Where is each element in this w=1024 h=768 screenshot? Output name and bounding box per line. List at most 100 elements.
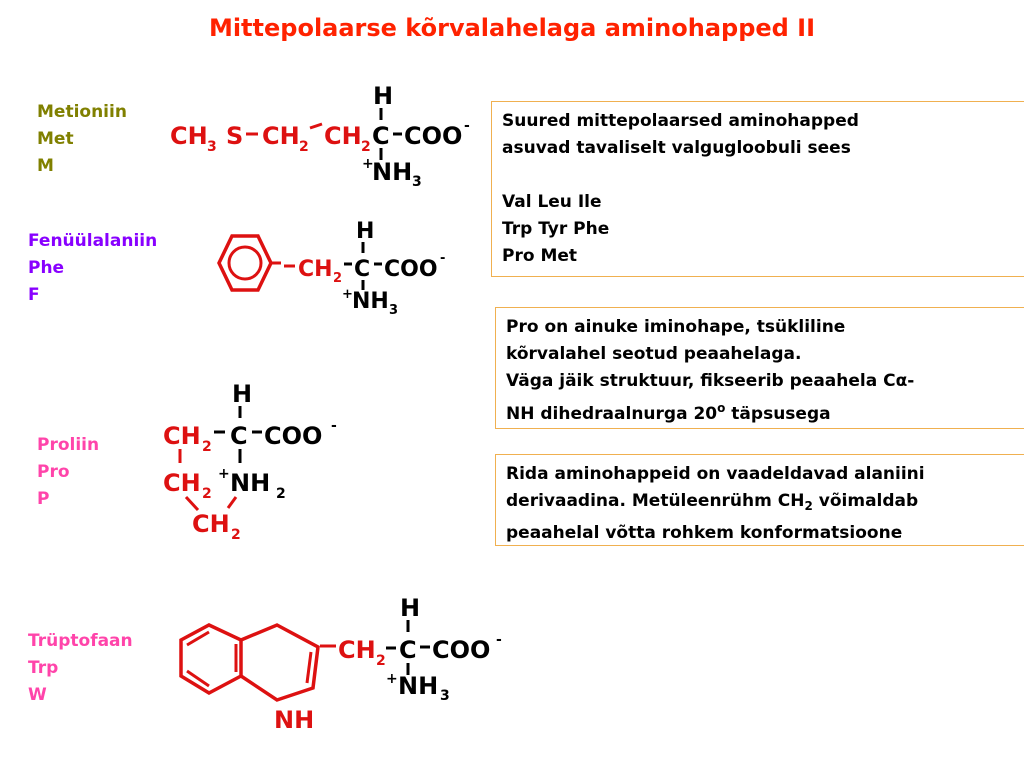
box1-line1: Suured mittepolaarsed aminohapped xyxy=(502,111,859,131)
trp-double-bond-4 xyxy=(305,651,313,684)
phe-h-text: H xyxy=(356,219,374,244)
met-ch2b-text: CH xyxy=(324,122,362,150)
trp-double-bond-1 xyxy=(186,630,210,647)
met-sulfur-text: S xyxy=(226,122,243,150)
phenylalanine-label: Fenüülalaniin Phe F xyxy=(28,228,157,309)
pro-nh2-text: NH xyxy=(230,469,270,497)
trp-pyrrole-ring xyxy=(240,623,320,702)
met-ch3-sub: 3 xyxy=(207,139,217,155)
phe-nh3-charge: + xyxy=(342,287,353,302)
phenylalanine-three-letter: Phe xyxy=(28,258,65,278)
pro-ch2b-sub: 2 xyxy=(202,486,212,502)
methionine-label: Metioniin Met M xyxy=(37,99,127,180)
trp-h-text: H xyxy=(400,594,420,622)
trp-coo-text: COO xyxy=(432,636,490,664)
met-h-text: H xyxy=(373,82,393,110)
met-ch2-text: CH xyxy=(262,122,300,150)
methionine-structure: CH 3 S CH 2 CH 2 H C COO - + NH 3 xyxy=(170,82,470,190)
trp-nh3-text: NH xyxy=(398,672,438,700)
phe-ch2-text: CH xyxy=(298,257,333,282)
tryptophan-three-letter: Trp xyxy=(28,658,59,678)
tryptophan-label: Trüptofaan Trp W xyxy=(28,628,133,709)
proline-one-letter: P xyxy=(37,489,50,509)
met-nh3-sub: 3 xyxy=(412,174,422,190)
met-nh3-text: NH xyxy=(372,158,412,186)
trp-ch2-sub: 2 xyxy=(376,653,386,669)
trp-nh3-sub: 3 xyxy=(440,688,450,704)
box3-line3: peaahelal võtta rohkem konformatsioone xyxy=(506,523,903,543)
met-ch2-sub: 2 xyxy=(299,139,309,155)
phe-aromatic-circle xyxy=(227,245,263,281)
box1-line5: Pro Met xyxy=(502,246,578,266)
met-coo-charge: - xyxy=(464,118,470,134)
met-ch3-text: CH xyxy=(170,122,208,150)
box1-line4: Trp Tyr Phe xyxy=(502,219,610,239)
pro-coo-text: COO xyxy=(264,422,322,450)
tryptophan-one-letter: W xyxy=(28,685,47,705)
met-nh3-charge: + xyxy=(362,156,374,172)
proline-name: Proliin xyxy=(37,435,100,455)
box2-line4-row: NH dihedraalnurga 20o täpsusega xyxy=(506,395,1014,428)
box3-line2-row: derivaadina. Metüleenrühm CH2 võimaldab xyxy=(506,488,1014,520)
met-c-text: C xyxy=(372,122,390,150)
box2-line3-end: - xyxy=(907,371,915,391)
pro-ch2c-text: CH xyxy=(192,510,230,538)
box1-spacer xyxy=(502,162,1014,189)
box2-line3: Väga jäik struktuur, fikseerib peaahela … xyxy=(506,371,896,391)
methionine-one-letter: M xyxy=(37,156,54,176)
phe-benzene-ring xyxy=(217,234,273,292)
pro-ch2a-text: CH xyxy=(163,422,201,450)
pro-bond-ch2b-ch2c xyxy=(184,495,200,512)
box2-line4-end: täpsusega xyxy=(725,404,831,424)
box2-line2: kõrvalahel seotud peaahelaga. xyxy=(506,344,802,364)
pro-h-text: H xyxy=(232,380,252,408)
box2-line1: Pro on ainuke iminohape, tsükliline xyxy=(506,317,846,337)
tryptophan-name: Trüptofaan xyxy=(28,631,133,651)
box2-line3-row: Väga jäik struktuur, fikseerib peaahela … xyxy=(506,368,1014,395)
phenylalanine-one-letter: F xyxy=(28,285,40,305)
pro-bond-n-ch2c xyxy=(226,496,238,509)
methionine-name: Metioniin xyxy=(37,102,127,122)
pro-ch2c-sub: 2 xyxy=(231,527,241,543)
proline-three-letter: Pro xyxy=(37,462,70,482)
page-title: Mittepolaarse kõrvalahelaga aminohapped … xyxy=(208,14,816,42)
methionine-three-letter: Met xyxy=(37,129,74,149)
pro-ch2a-sub: 2 xyxy=(202,439,212,455)
trp-c-text: C xyxy=(399,636,417,664)
phe-coo-charge: - xyxy=(440,251,445,266)
degree-symbol: o xyxy=(717,401,726,415)
pro-ch2b-text: CH xyxy=(163,469,201,497)
box1-line2: asuvad tavaliselt valgugloobuli sees xyxy=(502,138,851,158)
box3-line2: derivaadina. Metüleenrühm CH xyxy=(506,491,805,511)
trp-coo-charge: - xyxy=(496,632,502,648)
phe-c-text: C xyxy=(354,257,370,282)
trp-benzene-ring xyxy=(179,623,243,696)
box3-line1: Rida aminohappeid on vaadeldavad alaniin… xyxy=(506,464,925,484)
box3-line2-end: võimaldab xyxy=(812,491,919,511)
box1-line3: Val Leu Ile xyxy=(502,192,602,212)
pro-coo-charge: - xyxy=(331,418,337,434)
trp-ch2-text: CH xyxy=(338,636,376,664)
phe-nh3-text: NH xyxy=(352,289,389,314)
box3-ch2-sub: 2 xyxy=(804,499,813,513)
box2-line4: NH dihedraalnurga 20 xyxy=(506,404,718,424)
proline-label: Proliin Pro P xyxy=(37,432,99,513)
alpha-symbol: α xyxy=(895,371,908,391)
info-box-large-nonpolar: Suured mittepolaarsed aminohapped asuvad… xyxy=(491,101,1024,277)
proline-structure: H CH 2 C COO - CH 2 + NH 2 CH 2 xyxy=(163,380,337,543)
met-ch2b-sub: 2 xyxy=(361,139,371,155)
trp-double-bond-2 xyxy=(186,669,210,688)
pro-c-text: C xyxy=(230,422,248,450)
met-coo-text: COO xyxy=(404,122,462,150)
pro-nh2-charge: + xyxy=(218,466,230,482)
phe-ch2-sub: 2 xyxy=(333,271,342,286)
phe-coo-text: COO xyxy=(384,257,438,282)
trp-nh3-charge: + xyxy=(386,671,398,687)
phenylalanine-structure: CH 2 H C COO - + NH 3 xyxy=(217,219,445,318)
trp-nh-ring-text: NH xyxy=(274,706,314,734)
tryptophan-structure: NH CH 2 H C COO - + NH 3 xyxy=(179,594,502,734)
info-box-alanine-derivatives: Rida aminohappeid on vaadeldavad alaniin… xyxy=(495,454,1024,546)
info-box-proline: Pro on ainuke iminohape, tsükliline kõrv… xyxy=(495,307,1024,429)
met-bond-ch2-ch2 xyxy=(309,122,323,130)
